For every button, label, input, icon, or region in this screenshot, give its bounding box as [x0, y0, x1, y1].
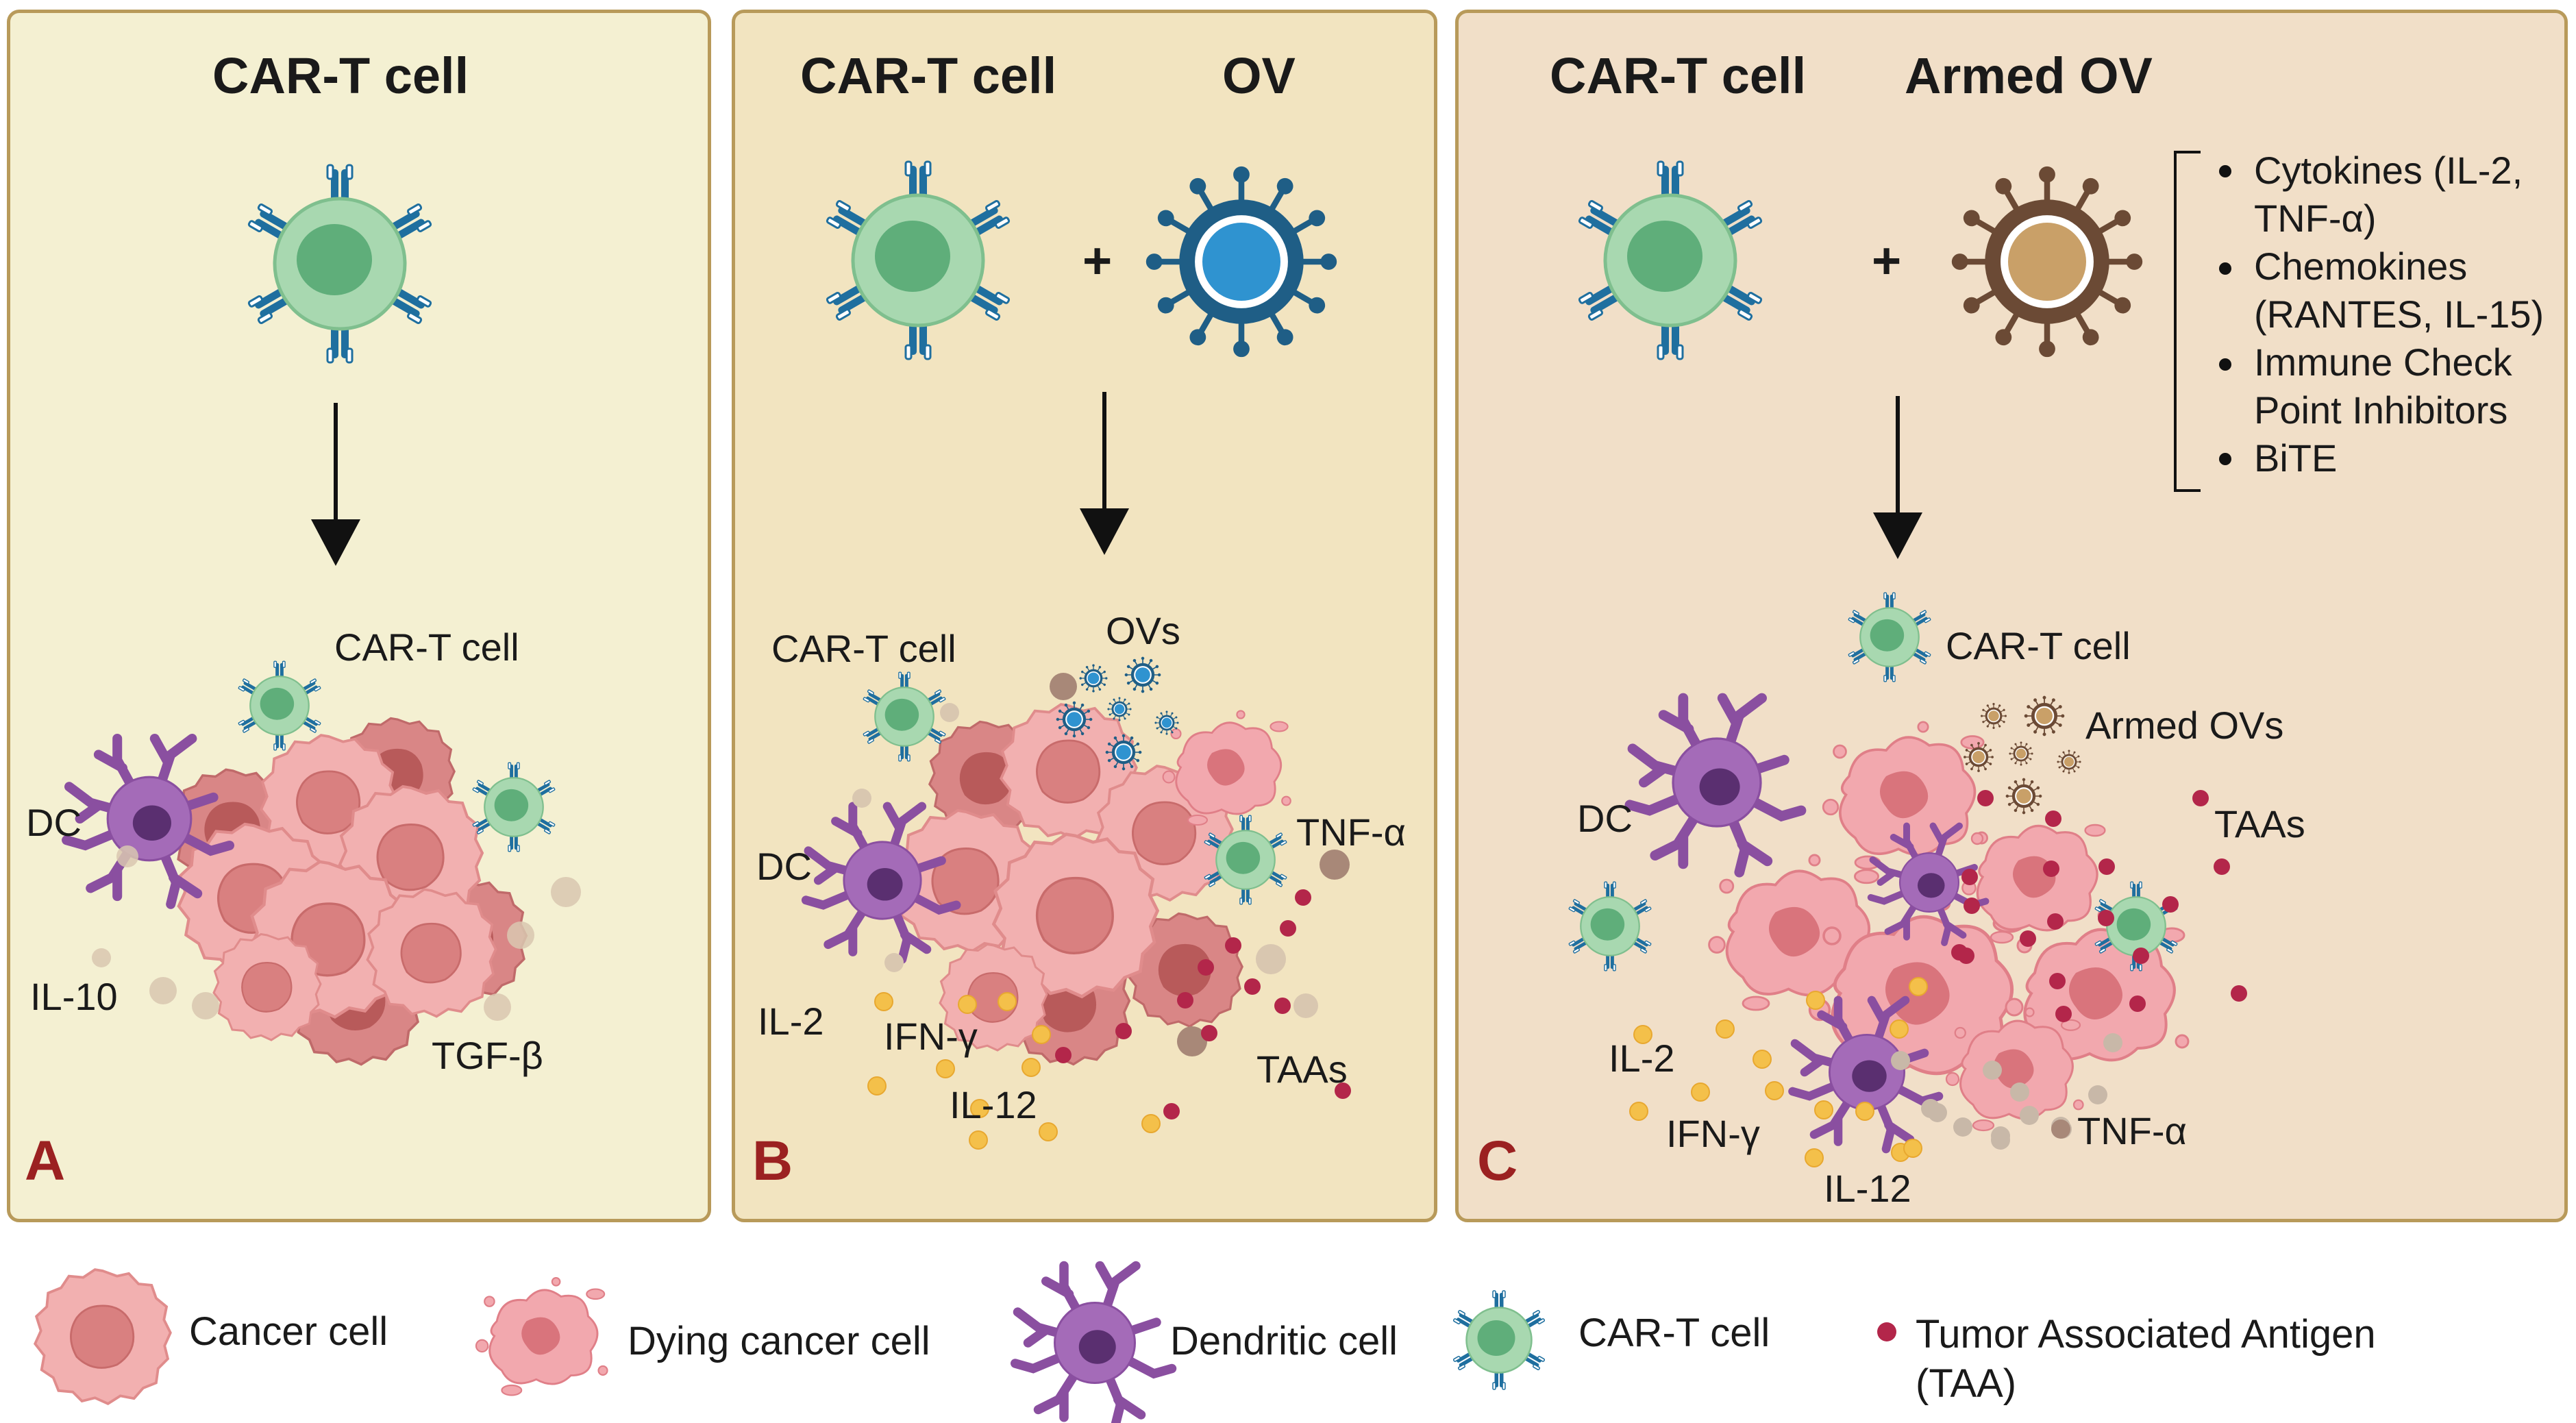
panel-b-graphics [806, 162, 1351, 1150]
panel-b-label-dc: DC [756, 845, 812, 888]
legend-cancer-label: Cancer cell [189, 1309, 388, 1354]
panel-c-label-cart: CAR-T cell [1946, 624, 2131, 667]
panel-c-letter: C [1477, 1130, 1518, 1192]
panel-b-label-ifng: IFN-γ [884, 1015, 978, 1058]
panel-c-label-il2: IL-2 [1609, 1037, 1675, 1080]
legend-taa-label-1: Tumor Associated Antigen [1916, 1312, 2376, 1357]
panel-c-label-tnfa: TNF-α [2077, 1109, 2187, 1152]
panel-c-title-right: Armed OV [1905, 47, 2153, 104]
panel-c-bullet-1a: Cytokines (IL-2, [2254, 149, 2523, 192]
panel-b-title-right: OV [1222, 47, 1296, 104]
panel-b-plus: + [1082, 232, 1113, 289]
panel-a-label-tgfb: TGF-β [432, 1034, 543, 1077]
panel-c-bullet-3b: Point Inhibitors [2254, 388, 2508, 432]
panel-c-label-dc: DC [1577, 797, 1633, 840]
panel-b-letter: B [752, 1130, 793, 1192]
panel-a-label-il10: IL-10 [30, 975, 118, 1018]
panel-c-plus: + [1872, 232, 1902, 289]
panel-a-label-dc: DC [26, 801, 82, 844]
panel-b-label-taas: TAAs [1256, 1048, 1348, 1091]
legend-cart-label: CAR-T cell [1578, 1311, 1770, 1355]
legend-dendritic-label: Dendritic cell [1170, 1319, 1398, 1363]
panel-a-letter: A [25, 1130, 66, 1192]
panel-a-title: CAR-T cell [212, 47, 469, 104]
panel-c-title-left: CAR-T cell [1550, 47, 1807, 104]
panel-c-label-armed-ovs: Armed OVs [2085, 704, 2284, 747]
panel-c-bullet-3a: Immune Check [2254, 341, 2512, 384]
panel-b-label-il2: IL-2 [758, 1000, 824, 1043]
panel-b-label-tnfa: TNF-α [1296, 811, 1406, 854]
legend-graphics [34, 1266, 1896, 1423]
panel-c-label-ifng: IFN-γ [1666, 1112, 1760, 1155]
panel-c-label-taas: TAAs [2214, 802, 2305, 845]
panel-c-bullet-4: BiTE [2254, 436, 2338, 480]
panel-c-label-il12: IL-12 [1824, 1167, 1911, 1210]
panel-b-label-cart: CAR-T cell [771, 627, 956, 670]
legend-dying-label: Dying cancer cell [628, 1319, 930, 1363]
panel-b-label-il12: IL-12 [950, 1083, 1037, 1126]
panel-b-title-left: CAR-T cell [800, 47, 1057, 104]
panel-a-graphics [66, 165, 581, 1066]
panel-c-bullet-1b: TNF-α) [2254, 197, 2377, 240]
panel-c-graphics [1569, 151, 2247, 1167]
panel-c-bullet-2a: Chemokines [2254, 245, 2468, 288]
panel-b-label-ovs: OVs [1106, 609, 1180, 652]
panel-c-bullet-2b: (RANTES, IL-15) [2254, 293, 2544, 336]
panel-a-label-cart: CAR-T cell [334, 626, 519, 669]
legend-taa-label-2: (TAA) [1916, 1361, 2017, 1406]
